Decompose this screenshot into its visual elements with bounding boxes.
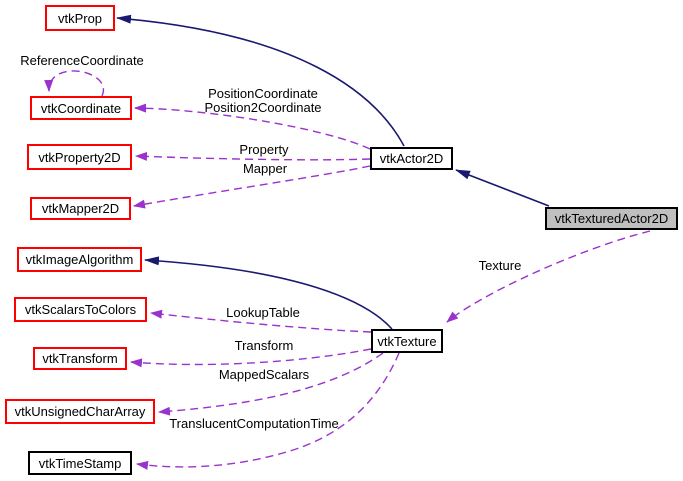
edge-usage-vtktexture-to-vtkunsignedchararray [158, 352, 384, 416]
edge-usage-vtkactor2d-to-vtkmapper2d [133, 165, 371, 209]
edge-label-lookuptable: LookupTable [226, 305, 300, 320]
edge-label-positioncoordinate-line1: PositionCoordinate [208, 86, 318, 101]
edge-label-translucentcomputationtime: TranslucentComputationTime [169, 416, 339, 431]
edge-usage-vtktexture-to-vtktimestamp [136, 352, 400, 470]
edge-inheritance-vtktexture-to-vtkimagealgorithm [144, 256, 393, 330]
node-vtktexturedactor2d: vtkTexturedActor2D [545, 207, 678, 230]
edge-label-referencecoordinate: ReferenceCoordinate [20, 53, 144, 68]
edge-usage-vtktexturedactor2d-to-vtktexture [446, 230, 651, 323]
edge-usage-vtkactor2d-to-vtkcoordinate [134, 103, 371, 150]
edge-usage-vtktexture-to-vtkscalarstocolors [150, 309, 372, 333]
node-vtkunsignedchararray[interactable]: vtkUnsignedCharArray [5, 399, 155, 424]
node-vtkcoordinate[interactable]: vtkCoordinate [30, 96, 132, 120]
node-vtktexture[interactable]: vtkTexture [371, 329, 443, 353]
edge-label-transform: Transform [234, 338, 294, 353]
node-vtkimagealgorithm[interactable]: vtkImageAlgorithm [17, 247, 142, 272]
edge-usage-vtkactor2d-to-vtkproperty2d [135, 151, 371, 161]
node-vtkactor2d[interactable]: vtkActor2D [370, 147, 453, 170]
node-vtkmapper2d[interactable]: vtkMapper2D [30, 197, 131, 220]
edge-usage-vtktexture-to-vtktransform [130, 348, 372, 368]
edge-inheritance-vtkactor2d-to-vtkprop [116, 14, 405, 147]
edge-inheritance-vtktexturedactor2d-to-vtkactor2d [455, 169, 550, 207]
node-vtkprop[interactable]: vtkProp [45, 5, 115, 31]
node-vtkscalarstocolors[interactable]: vtkScalarsToColors [14, 297, 147, 322]
edge-label-property: Property [239, 142, 289, 157]
edge-usage-vtkcoordinate-self-loop [44, 70, 105, 97]
edge-label-mapper: Mapper [242, 161, 288, 176]
node-vtktransform[interactable]: vtkTransform [33, 347, 127, 370]
node-vtktimestamp[interactable]: vtkTimeStamp [28, 451, 132, 475]
edge-label-mappedscalars: MappedScalars [218, 367, 310, 382]
edge-label-positioncoordinate-line2: Position2Coordinate [204, 100, 322, 115]
node-vtkproperty2d[interactable]: vtkProperty2D [27, 144, 132, 170]
edge-label-positioncoordinate: PositionCoordinate Position2Coordinate [204, 87, 321, 115]
edge-label-texture: Texture [478, 258, 522, 273]
